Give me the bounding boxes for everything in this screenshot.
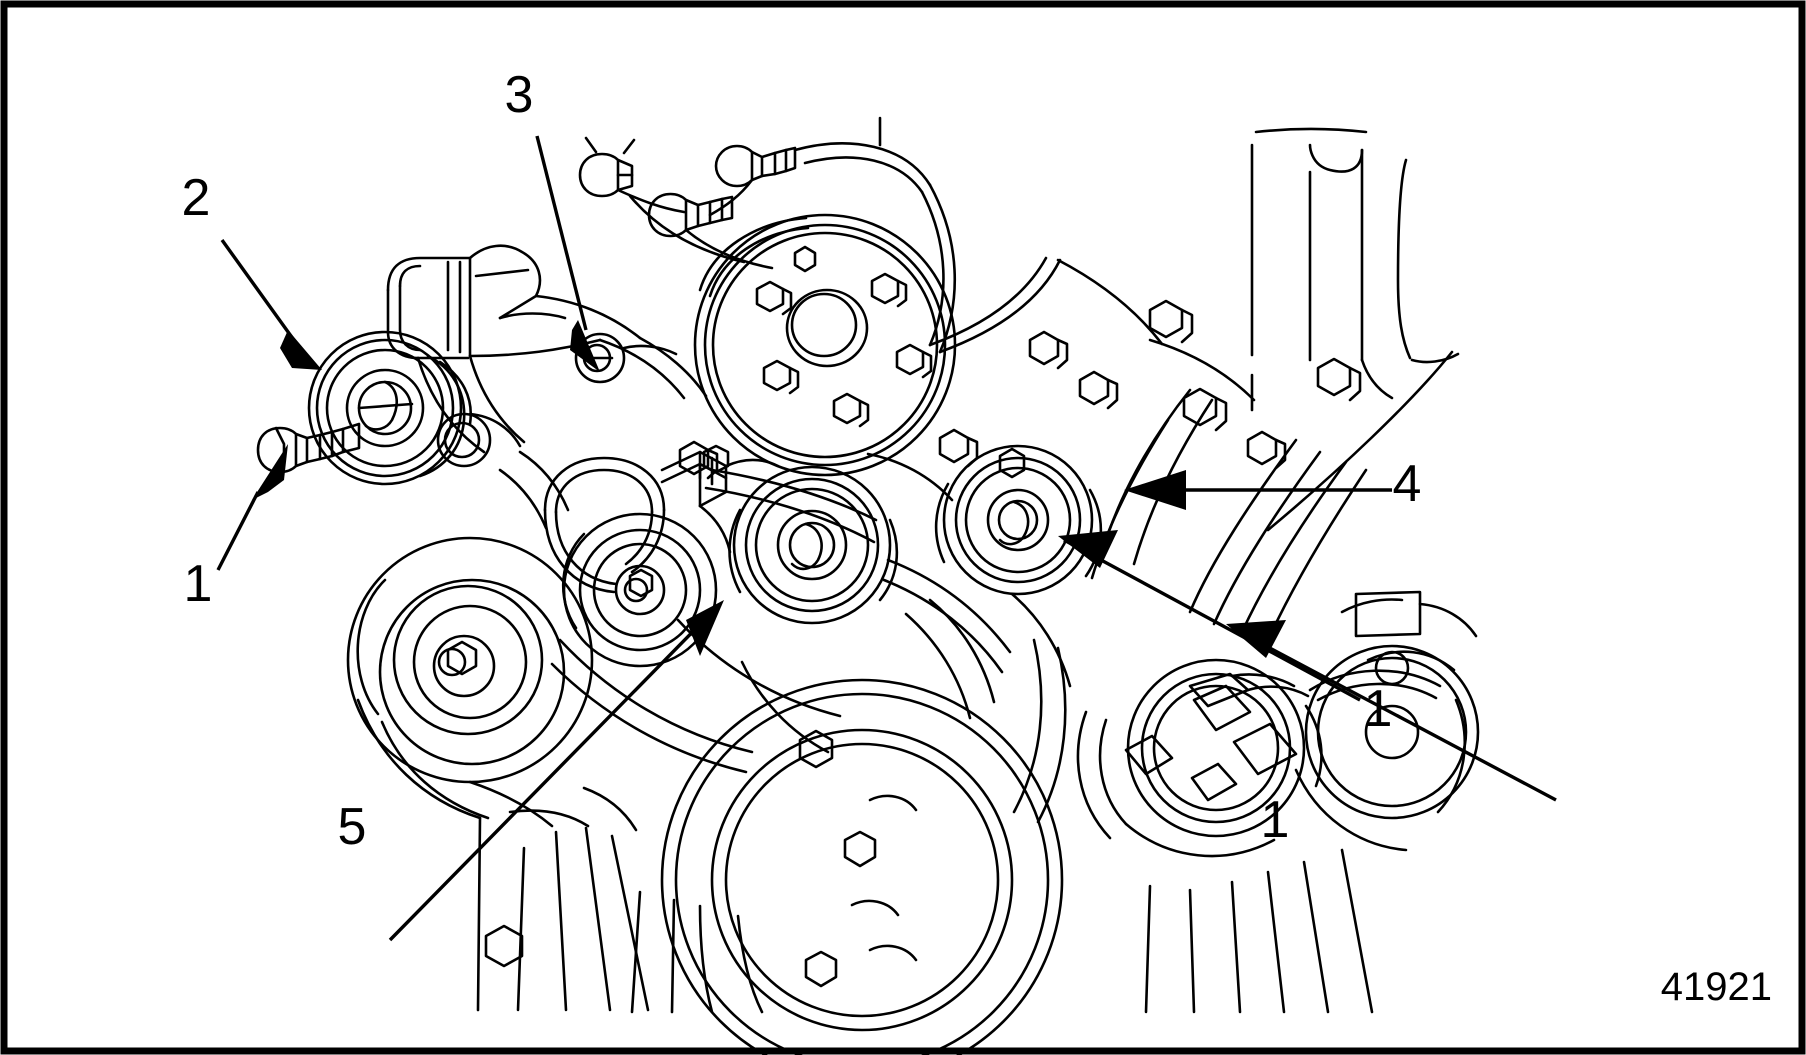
belt-tensioner-assembly xyxy=(543,444,780,668)
misc-detail-strokes xyxy=(498,428,1072,754)
figure-number: 41921 xyxy=(1661,965,1772,1009)
callout-label-5: 5 xyxy=(338,798,367,856)
callout-leader-1-tensioner xyxy=(1058,530,1361,702)
water-pump-pulley xyxy=(693,213,957,477)
callout-label-4: 4 xyxy=(1393,455,1422,513)
timing-cover-upper xyxy=(793,116,1062,354)
callout-leader-3 xyxy=(535,135,600,372)
callout-label-1-bracket: 1 xyxy=(1261,791,1290,849)
callout-label-3: 3 xyxy=(505,66,534,124)
lower-left-pulley-cluster xyxy=(346,536,650,1012)
callout-label-2: 2 xyxy=(182,169,211,227)
callout-leader-1-bracket xyxy=(1226,620,1557,802)
callout-label-1-upper-left: 1 xyxy=(184,555,213,613)
engine-front-drive-assembly xyxy=(256,116,1480,1055)
drive-belt-idler-pulley xyxy=(307,330,522,486)
callout-leader-2 xyxy=(220,239,322,370)
crankshaft-balancer xyxy=(660,678,1064,1055)
callout-leader-5 xyxy=(388,600,724,942)
mid-idler-pulley xyxy=(728,465,899,625)
lower-right-bracket xyxy=(1076,590,1480,1014)
callout-leader-4 xyxy=(1124,470,1392,510)
engine-block-right xyxy=(1028,127,1460,642)
lower-left-bracket-fins xyxy=(630,890,764,1014)
callout-leader-1-upper-left xyxy=(216,444,288,571)
callout-label-1-tensioner: 1 xyxy=(1364,680,1393,738)
